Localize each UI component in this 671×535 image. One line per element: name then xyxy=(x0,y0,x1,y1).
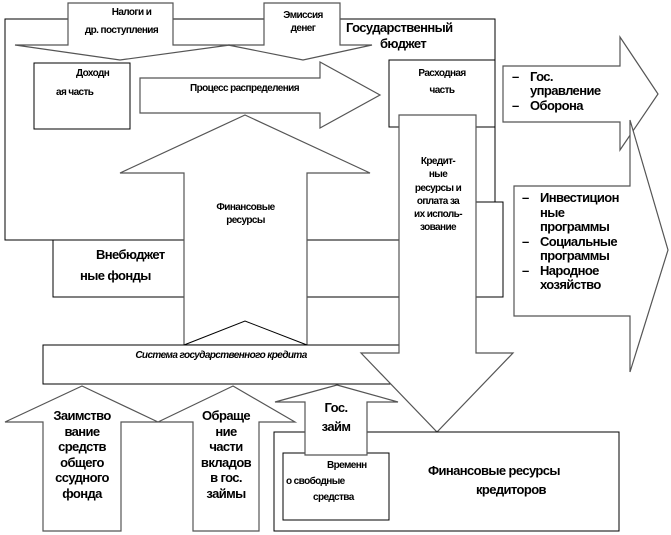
budget-title-text: Государственный xyxy=(346,20,453,35)
budget-title-line2: бюджет xyxy=(380,36,427,52)
revenue-part-line1: Доходн xyxy=(76,68,110,79)
gov-loan-label: Гос. займ xyxy=(305,400,367,436)
gov-loan-line2: займ xyxy=(321,419,351,435)
budget-box-right xyxy=(340,18,496,202)
expenditure-part-line2: часть xyxy=(429,84,456,96)
deposits-line: Обраще xyxy=(202,408,251,423)
extrabudgetary-box xyxy=(52,240,184,298)
deposits-line: ние xyxy=(215,423,237,439)
credit-resources-line: ресурсы и xyxy=(414,182,462,194)
creditors-label: Финансовые ресурсы кредиторов xyxy=(428,463,608,499)
gov-loan-line1: Гос. xyxy=(324,400,349,415)
target-item: Инвестицион ные программы xyxy=(516,190,636,235)
borrowing-line: общего xyxy=(60,454,104,470)
deposits-line: в гос. xyxy=(210,470,242,486)
creditors-line1: Финансовые ресурсы xyxy=(428,463,560,478)
budget-title: Государственный xyxy=(346,20,453,36)
emission-label-line1: Эмиссия xyxy=(283,10,323,21)
expenditure-part-label: Расходная часть xyxy=(389,68,495,97)
borrowing-line: фонда xyxy=(62,485,102,501)
borrowing-line: вание xyxy=(64,423,100,439)
target-item: Оборона xyxy=(506,98,618,113)
budget-box xyxy=(4,18,68,241)
target-item: Гос. управление xyxy=(506,69,618,99)
revenue-part-label: Доходн ая часть xyxy=(36,68,128,99)
credit-resources-line: зование xyxy=(420,222,457,234)
credit-resources-line: их исполь- xyxy=(414,209,463,221)
temporary-funds-line3: средства xyxy=(313,492,354,503)
temporary-funds-box xyxy=(282,452,390,521)
target-item: Народное хозяйство xyxy=(516,263,636,293)
extrabudgetary-line1: Внебюджет xyxy=(96,247,165,262)
temporary-funds-label: Временн о свободные средства xyxy=(285,458,389,506)
taxes-label-line1: Налоги и xyxy=(111,7,152,18)
emission-arrow xyxy=(227,2,373,61)
distribution-label: Процесс распределения xyxy=(190,83,300,94)
financial-resources-line2: ресурсы xyxy=(226,214,265,226)
financial-resources-line1: Финансовые xyxy=(216,202,275,213)
target-item: Социальные программы xyxy=(516,234,636,264)
deposits-line: займы xyxy=(206,485,246,501)
expenditure-targets-2: Инвестицион ные программы Социальные про… xyxy=(516,190,636,293)
borrowing-line: ссудного xyxy=(55,470,109,486)
temporary-funds-line1: Временн xyxy=(327,460,367,471)
distribution-arrow xyxy=(139,60,382,130)
state-credit-label: Система государственного кредита xyxy=(135,350,307,361)
creditors-line2: кредиторов xyxy=(476,482,547,498)
taxes-arrow xyxy=(14,2,231,61)
expenditure-part-line1: Расходная xyxy=(418,68,466,79)
expenditure-targets-1: Гос. управление Оборона xyxy=(506,69,618,113)
extrabudgetary-bracket xyxy=(476,201,504,298)
credit-resources-line: ные xyxy=(428,169,448,181)
extrabudgetary-label: Внебюджет ные фонды xyxy=(80,247,184,285)
extrabudgetary-line2: ные фонды xyxy=(80,268,151,284)
borrowing-line: средств xyxy=(58,439,106,455)
borrowing-label: Заимство вание средств общего ссудного ф… xyxy=(43,408,121,502)
deposits-label: Обраще ние части вкладов в гос. займы xyxy=(193,408,259,502)
deposits-line: части xyxy=(209,439,243,455)
taxes-label-line2: др. поступления xyxy=(84,24,159,36)
revenue-part-line2: ая часть xyxy=(56,86,94,98)
credit-resources-label: Кредит- ные ресурсы и оплата за их испол… xyxy=(400,155,476,235)
emission-label-line2: денег xyxy=(290,22,316,34)
deposits-line: вкладов xyxy=(200,454,252,470)
deposits-arrow xyxy=(157,385,298,532)
gov-loan-arrow xyxy=(274,384,399,456)
financial-resources-arrow xyxy=(119,114,371,346)
revenue-part-box xyxy=(33,62,131,130)
taxes-label: Налоги и др. поступления xyxy=(70,7,173,37)
budget-title-word2: бюджет xyxy=(380,36,427,51)
credit-resources-line: оплата за xyxy=(416,195,460,207)
borrowing-line: Заимство xyxy=(53,408,111,423)
borrowing-arrow xyxy=(4,385,159,532)
state-credit-box xyxy=(42,344,400,385)
credit-resources-arrow xyxy=(359,114,515,433)
credit-resources-line: Кредит- xyxy=(420,156,456,167)
financial-resources-inner-head xyxy=(183,320,308,346)
temporary-funds-line2: о свободные xyxy=(286,476,345,487)
financial-resources-label: Финансовые ресурсы xyxy=(184,202,307,227)
emission-label: Эмиссия денег xyxy=(266,10,340,35)
